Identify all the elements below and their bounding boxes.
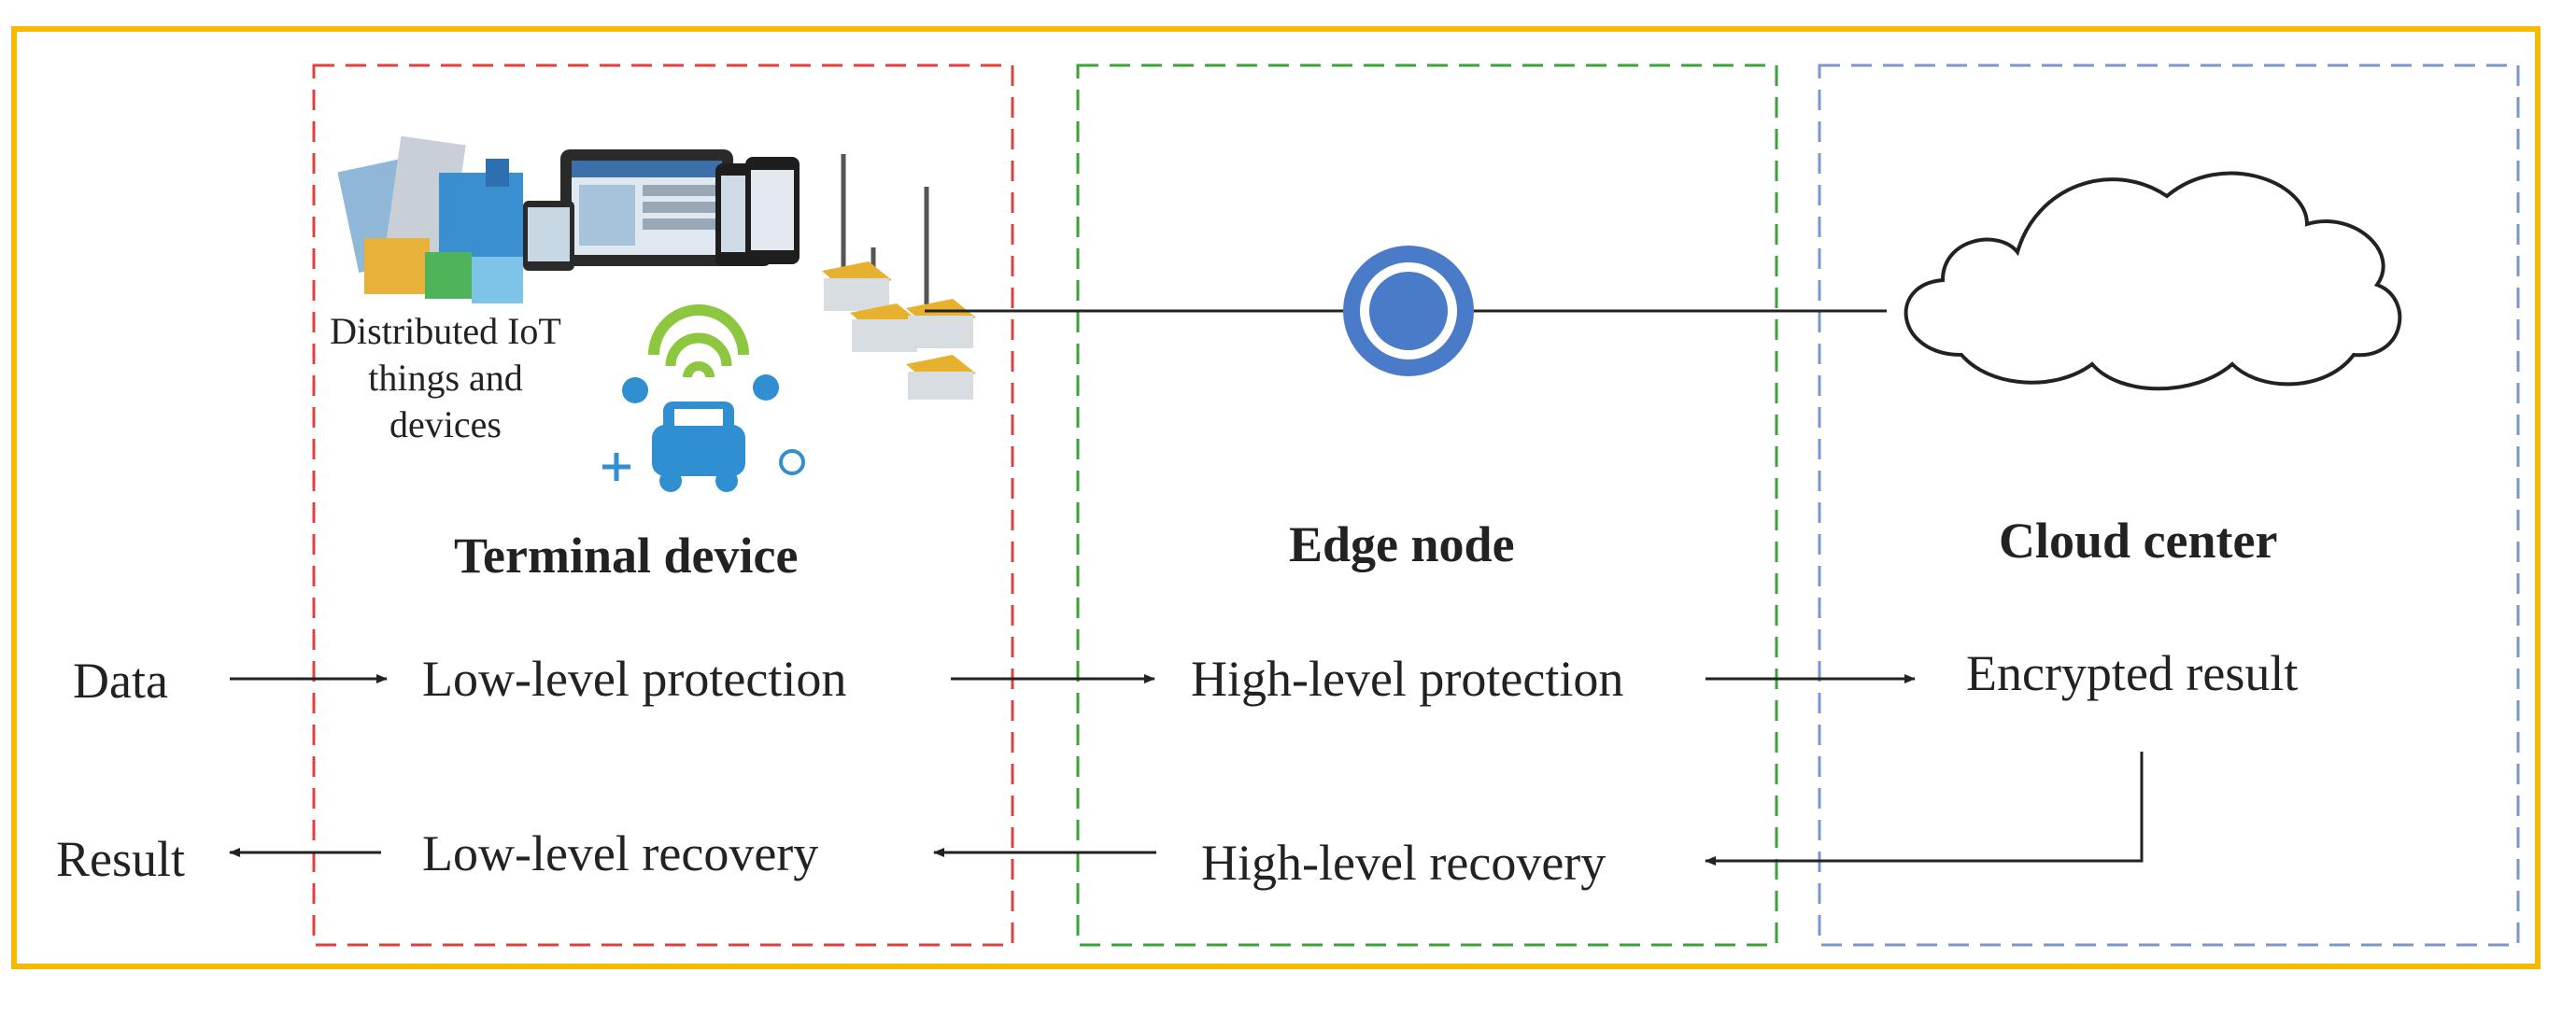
iot-devices-caption: Distributed IoT things and devices [330,310,561,445]
terminal-zone-box [312,63,1014,947]
high-protection-label: High-level protection [1191,651,1624,707]
wifi-car-icon [602,304,805,492]
low-protection-label: Low-level protection [422,651,847,707]
tablet-phone-icon [523,149,800,271]
sensor-antenna-icon [822,154,976,400]
data-label: Data [73,653,168,709]
terminal-title: Terminal device [454,528,799,584]
cloud-zone-box [1818,63,2520,947]
low-recovery-label: Low-level recovery [422,825,819,881]
arrow-cloud-to-high-recovery [1705,752,2144,866]
cloud-icon [1904,171,2402,391]
high-recovery-label: High-level recovery [1201,835,1606,891]
building-blocks-icon [337,135,523,303]
encrypted-result-label: Encrypted result [1966,645,2299,701]
edge-title: Edge node [1289,516,1515,572]
edge-zone-box [1076,63,1778,947]
edge-node-icon [1343,246,1474,376]
cloud-title: Cloud center [1999,513,2278,569]
result-label: Result [56,831,186,887]
